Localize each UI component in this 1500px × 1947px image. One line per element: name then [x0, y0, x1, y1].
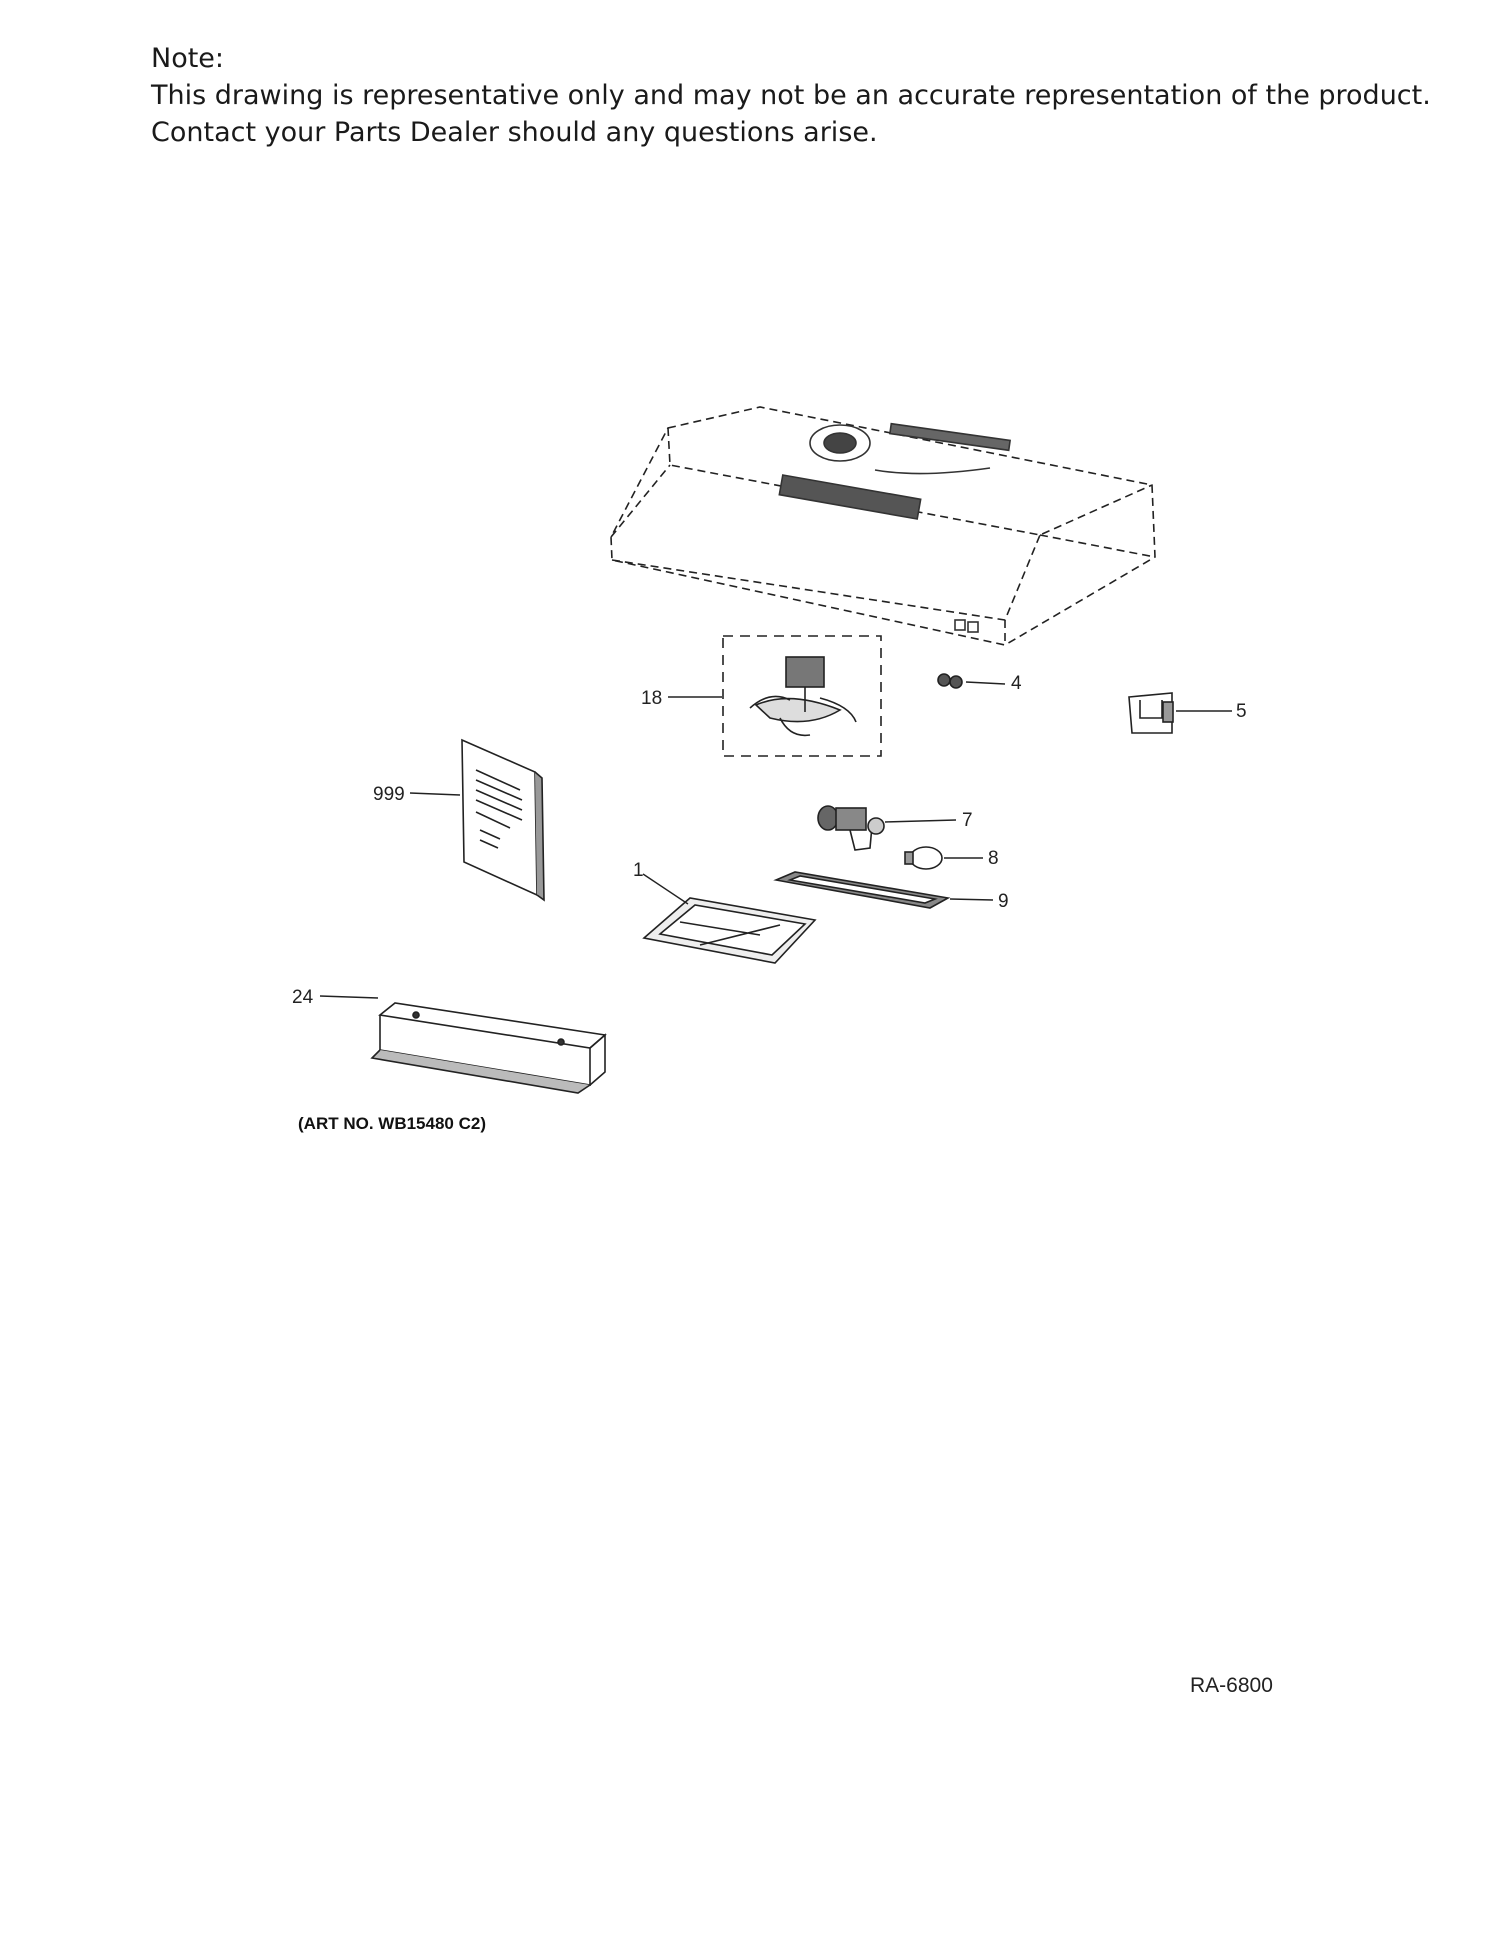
hood-vent-slots [778, 422, 1012, 633]
leader-lines [319, 681, 1232, 999]
owners-manual [461, 738, 545, 902]
control-knobs [937, 673, 963, 689]
note-line-2: Contact your Parts Dealer should any que… [151, 117, 878, 148]
callout-4: 4 [1011, 673, 1022, 694]
bracket-part [1128, 692, 1174, 734]
callout-7: 7 [962, 810, 973, 831]
duct-box [370, 1002, 607, 1094]
art-number: (ART NO. WB15480 C2) [298, 1114, 486, 1133]
light-lens-strip [773, 871, 951, 909]
range-hood-housing [610, 406, 1156, 646]
note-heading: Note: [151, 43, 225, 74]
callout-24: 24 [292, 987, 314, 1008]
callout-1: 1 [633, 860, 644, 881]
callout-9: 9 [998, 891, 1009, 912]
callout-8: 8 [988, 848, 999, 869]
light-bulb [904, 846, 943, 870]
callout-18: 18 [641, 688, 662, 709]
callout-999: 999 [373, 784, 405, 805]
note-line-1: This drawing is representative only and … [151, 80, 1431, 111]
blower-motor-assembly [722, 635, 882, 757]
drawing-number: RA-6800 [1190, 1674, 1273, 1697]
callout-5: 5 [1236, 701, 1247, 722]
lamp-socket [817, 805, 885, 851]
disclaimer-note: Note: This drawing is representative onl… [151, 40, 1431, 151]
grease-filter [642, 897, 817, 964]
